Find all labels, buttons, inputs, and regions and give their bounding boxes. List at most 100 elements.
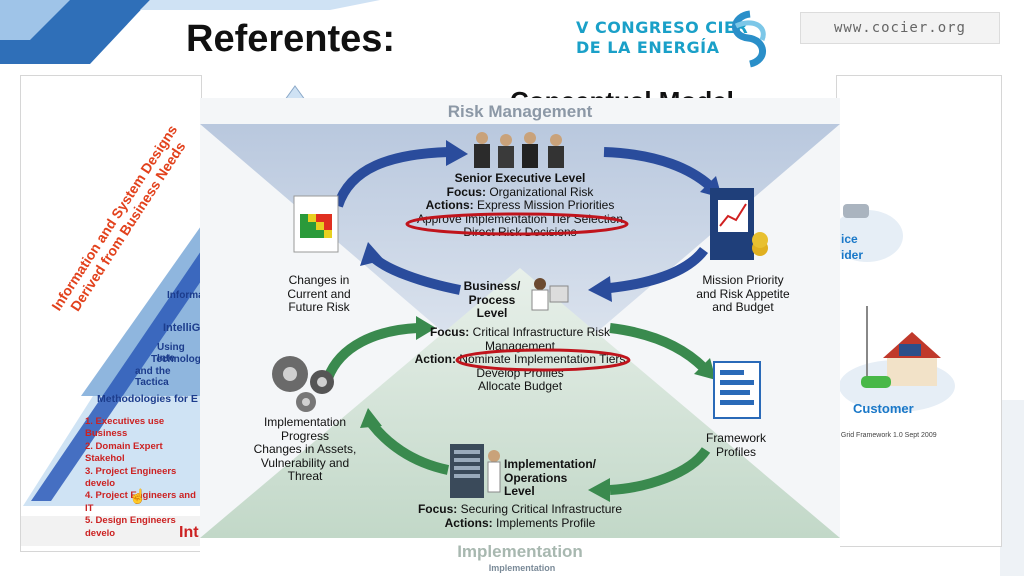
energy-swirl-icon <box>732 10 766 68</box>
fragment-4: and the Tactica <box>135 366 171 388</box>
hand-cursor-icon: ☝ <box>129 488 147 504</box>
pyramid-graphic <box>21 226 201 546</box>
business-title-2: Process <box>468 292 516 307</box>
solar-panel-icon <box>899 344 921 356</box>
progress-line-5: Threat <box>287 469 323 483</box>
progress-line-3: Changes in Assets, <box>253 442 357 456</box>
impl-focus-label: Focus: <box>417 502 458 516</box>
senior-actions-text: Express Mission Priorities <box>476 198 615 212</box>
arrow-framework-to-implementation <box>609 446 711 495</box>
impl-title-1: Implementation/ <box>504 457 597 471</box>
senior-focus-text: Organizational Risk <box>489 184 594 199</box>
risk-triangle <box>200 124 840 398</box>
business-user-icon <box>531 278 569 311</box>
arrow-senior-to-mission <box>603 147 714 190</box>
server-rack-icon <box>450 444 501 498</box>
step-4: 4. Project Engineers and IT <box>85 490 196 514</box>
congress-logo: V CONGRESO CIER DE LA ENERGÍA <box>572 8 782 70</box>
arrow-implementation-to-progress <box>368 420 450 475</box>
customer-graphic <box>839 306 955 412</box>
implementation-title: Implementation/ Operations Level <box>504 457 604 499</box>
car-icon <box>843 204 869 218</box>
framework-profiles-label: Framework Profiles <box>694 431 778 459</box>
mission-line-1: Mission Priority <box>702 273 784 287</box>
highlight-oval-business <box>455 348 631 372</box>
senior-actions-label: Actions: <box>425 198 474 212</box>
diagram-graphics <box>200 124 840 568</box>
progress-line-1: Implementation <box>263 415 347 429</box>
arrow-mission-to-business <box>609 246 708 293</box>
top-left-light-shape <box>0 0 70 40</box>
fragment-2: Using Inte <box>157 342 185 364</box>
mission-priority-label: Mission Priority and Risk Appetite and B… <box>680 273 806 315</box>
progress-line-4: Vulnerability and <box>260 455 350 470</box>
business-title: Business/ Process Level <box>462 279 522 321</box>
fragment-1: IntelliG <box>163 322 201 334</box>
bottom-fragment: Int <box>179 524 199 541</box>
website-url[interactable]: www.cocier.org <box>800 12 1000 44</box>
fragment-3: Technologie <box>151 354 210 365</box>
gears-icon <box>272 356 334 412</box>
step-5: 5. Design Engineers develo <box>85 515 176 539</box>
service-cloud-graphic <box>837 204 903 262</box>
step-1: 1. Executives use Business <box>85 416 165 440</box>
business-focus-text-1: Critical Infrastructure Risk <box>472 325 611 339</box>
highlight-oval-senior <box>405 212 629 236</box>
arrow-changes-to-senior <box>333 147 449 208</box>
fragment-5: Methodologies for E <box>97 393 198 405</box>
business-title-3: Level <box>476 306 508 320</box>
senior-focus-label: Focus: <box>446 184 486 199</box>
changes-line-3: Future Risk <box>288 300 350 314</box>
logo-line1: V CONGRESO CIER <box>576 18 749 37</box>
risk-matrix-icon <box>293 195 339 253</box>
framework-line-1: Framework <box>705 431 766 445</box>
senior-title: Senior Executive Level <box>454 171 586 185</box>
customer-label: Customer <box>853 401 914 416</box>
senior-executive-block: Senior Executive Level Focus: Organizati… <box>400 171 640 240</box>
fragment-0: Informa <box>167 290 204 301</box>
impl-actions-label: Actions: <box>444 515 493 530</box>
implementation-small-label: Implementation <box>488 563 556 573</box>
green-car-icon <box>861 376 891 388</box>
business-title-1: Business/ <box>463 279 521 293</box>
impl-title-3: Level <box>504 484 535 498</box>
mission-line-2: and Risk Appetite <box>696 286 790 301</box>
logo-line2: DE LA ENERGÍA <box>576 38 720 57</box>
implementation-progress-label: Implementation Progress Changes in Asset… <box>250 415 360 484</box>
impl-focus-text: Securing Critical Infrastructure <box>460 502 623 516</box>
business-focus-label: Focus: <box>429 325 470 339</box>
framework-document-icon <box>713 361 761 419</box>
progress-line-2: Progress <box>280 428 330 443</box>
arrow-business-to-framework <box>609 323 708 372</box>
right-fragments: ice ider <box>841 231 863 263</box>
step-2: 2. Domain Expert Stakehol <box>85 440 163 465</box>
diagonal-blue-arrow <box>31 251 201 501</box>
implementation-band: Implementation <box>457 542 583 561</box>
arrow-progress-to-business <box>323 323 419 381</box>
conceptual-model-heading: Conceptual Model <box>510 86 734 100</box>
background-figure-left: Information and System Designs Derived f… <box>20 75 209 552</box>
risk-management-band: Risk Management <box>447 102 593 121</box>
senior-risk-decisions: Direct Risk Decisions <box>463 225 577 239</box>
steps-list: 1. Executives use Business 2. Domain Exp… <box>85 416 201 540</box>
right-fragment-1: ider <box>841 248 864 262</box>
risk-framework-diagram: Risk Management Senior Executive Level F… <box>200 98 840 568</box>
background-figure-right: ice ider Customer t Grid Framework 1.0 S… <box>836 75 1002 547</box>
step-3: 3. Project Engineers develo <box>85 465 177 490</box>
figure-caption: t Grid Framework 1.0 Sept 2009 <box>837 432 937 439</box>
changes-line-2: Current and <box>287 286 351 301</box>
changes-line-1: Changes in <box>288 273 350 287</box>
arrow-business-to-changes <box>370 254 461 295</box>
slide-title: Referentes: <box>186 18 396 60</box>
mission-line-3: and Budget <box>712 300 774 314</box>
executives-icon <box>474 132 564 168</box>
right-side-panel <box>1000 400 1024 576</box>
top-accent-shape <box>140 0 380 10</box>
impl-actions-text: Implements Profile <box>495 515 596 530</box>
business-actions-text: Nominate Implementation Tiers <box>459 352 626 366</box>
implementation-detail-block: Focus: Securing Critical Infrastructure … <box>400 502 640 530</box>
changes-in-risk-label: Changes in Current and Future Risk <box>274 273 364 315</box>
business-allocate-budget: Allocate Budget <box>477 379 563 393</box>
impl-title-2: Operations <box>504 470 568 485</box>
